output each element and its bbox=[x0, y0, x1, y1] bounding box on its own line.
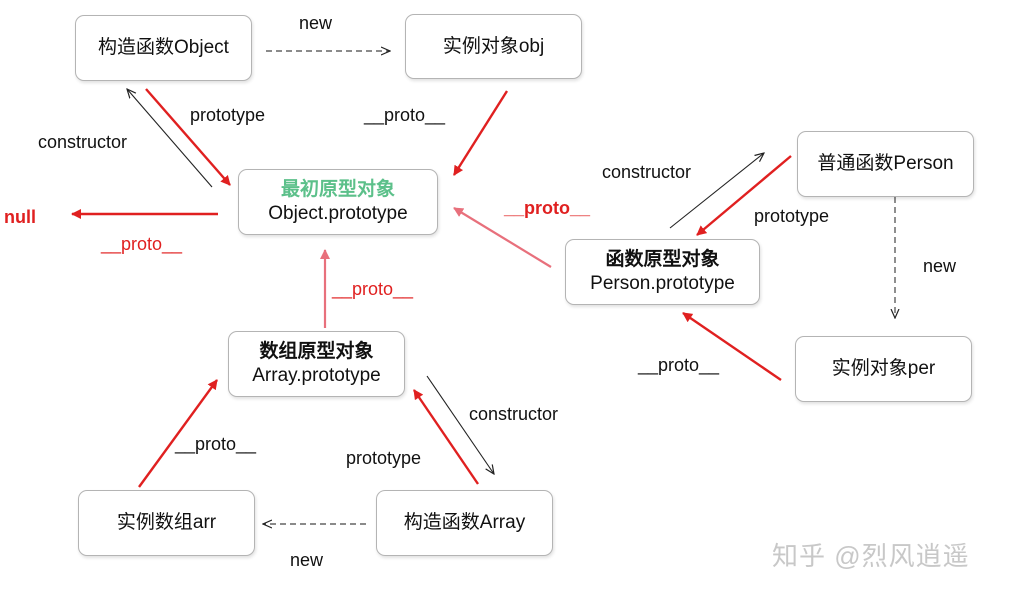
label-constructor-left: constructor bbox=[38, 132, 128, 152]
label-prototype-top: prototype bbox=[190, 105, 266, 125]
edge-proto-person-to-object bbox=[453, 207, 552, 268]
node-per-instance-label: 实例对象per bbox=[831, 358, 936, 380]
edge-proto-arr bbox=[138, 379, 218, 488]
node-array-prototype: 数组原型对象 Array.prototype bbox=[228, 331, 405, 397]
edge-prototype-person bbox=[696, 155, 792, 236]
label-new-bottom: new bbox=[290, 550, 324, 570]
label-proto-to-null: __proto__ bbox=[101, 234, 183, 254]
label-proto-person: __proto__ bbox=[504, 198, 591, 218]
edge-prototype-object bbox=[145, 88, 231, 186]
node-obj-instance: 实例对象obj bbox=[405, 14, 582, 79]
node-person-function: 普通函数Person bbox=[797, 131, 974, 197]
label-constructor-array: constructor bbox=[469, 404, 559, 424]
node-per-instance: 实例对象per bbox=[795, 336, 972, 402]
node-object-prototype-title: 最初原型对象 bbox=[280, 179, 395, 201]
label-proto-arr: __proto__ bbox=[175, 434, 257, 454]
edge-constructor-object bbox=[127, 89, 213, 188]
label-proto-array: __proto__ bbox=[332, 279, 414, 299]
node-array-prototype-subtitle: Array.prototype bbox=[252, 365, 381, 386]
edge-constructor-array bbox=[426, 375, 494, 474]
node-person-function-label: 普通函数Person bbox=[817, 153, 954, 175]
node-arr-instance-label: 实例数组arr bbox=[116, 512, 217, 534]
label-null: null bbox=[4, 207, 36, 227]
edge-proto-per bbox=[682, 312, 782, 381]
label-constructor-person: constructor bbox=[602, 162, 692, 182]
node-array-prototype-title: 数组原型对象 bbox=[259, 341, 374, 363]
node-array-constructor-label: 构造函数Array bbox=[403, 512, 526, 534]
node-object-constructor: 构造函数Object bbox=[75, 15, 252, 81]
edge-proto-obj bbox=[452, 90, 509, 176]
node-person-prototype: 函数原型对象 Person.prototype bbox=[565, 239, 760, 305]
label-new-person: new bbox=[923, 256, 957, 276]
label-prototype-person: prototype bbox=[754, 206, 830, 226]
node-arr-instance: 实例数组arr bbox=[78, 490, 255, 556]
label-prototype-array: prototype bbox=[346, 448, 422, 468]
edge-prototype-array bbox=[413, 389, 479, 485]
watermark: 知乎 @烈风逍遥 bbox=[772, 541, 970, 571]
label-proto-obj: __proto__ bbox=[364, 105, 446, 125]
node-person-prototype-title: 函数原型对象 bbox=[605, 249, 720, 271]
label-proto-per: __proto__ bbox=[638, 355, 720, 375]
node-array-constructor: 构造函数Array bbox=[376, 490, 553, 556]
label-new-top: new bbox=[299, 13, 333, 33]
node-object-constructor-label: 构造函数Object bbox=[98, 37, 229, 59]
node-object-prototype-subtitle: Object.prototype bbox=[268, 203, 408, 224]
node-person-prototype-subtitle: Person.prototype bbox=[590, 273, 735, 294]
node-obj-instance-label: 实例对象obj bbox=[442, 35, 545, 57]
node-object-prototype: 最初原型对象 Object.prototype bbox=[238, 169, 438, 235]
edge-constructor-person bbox=[669, 153, 764, 229]
